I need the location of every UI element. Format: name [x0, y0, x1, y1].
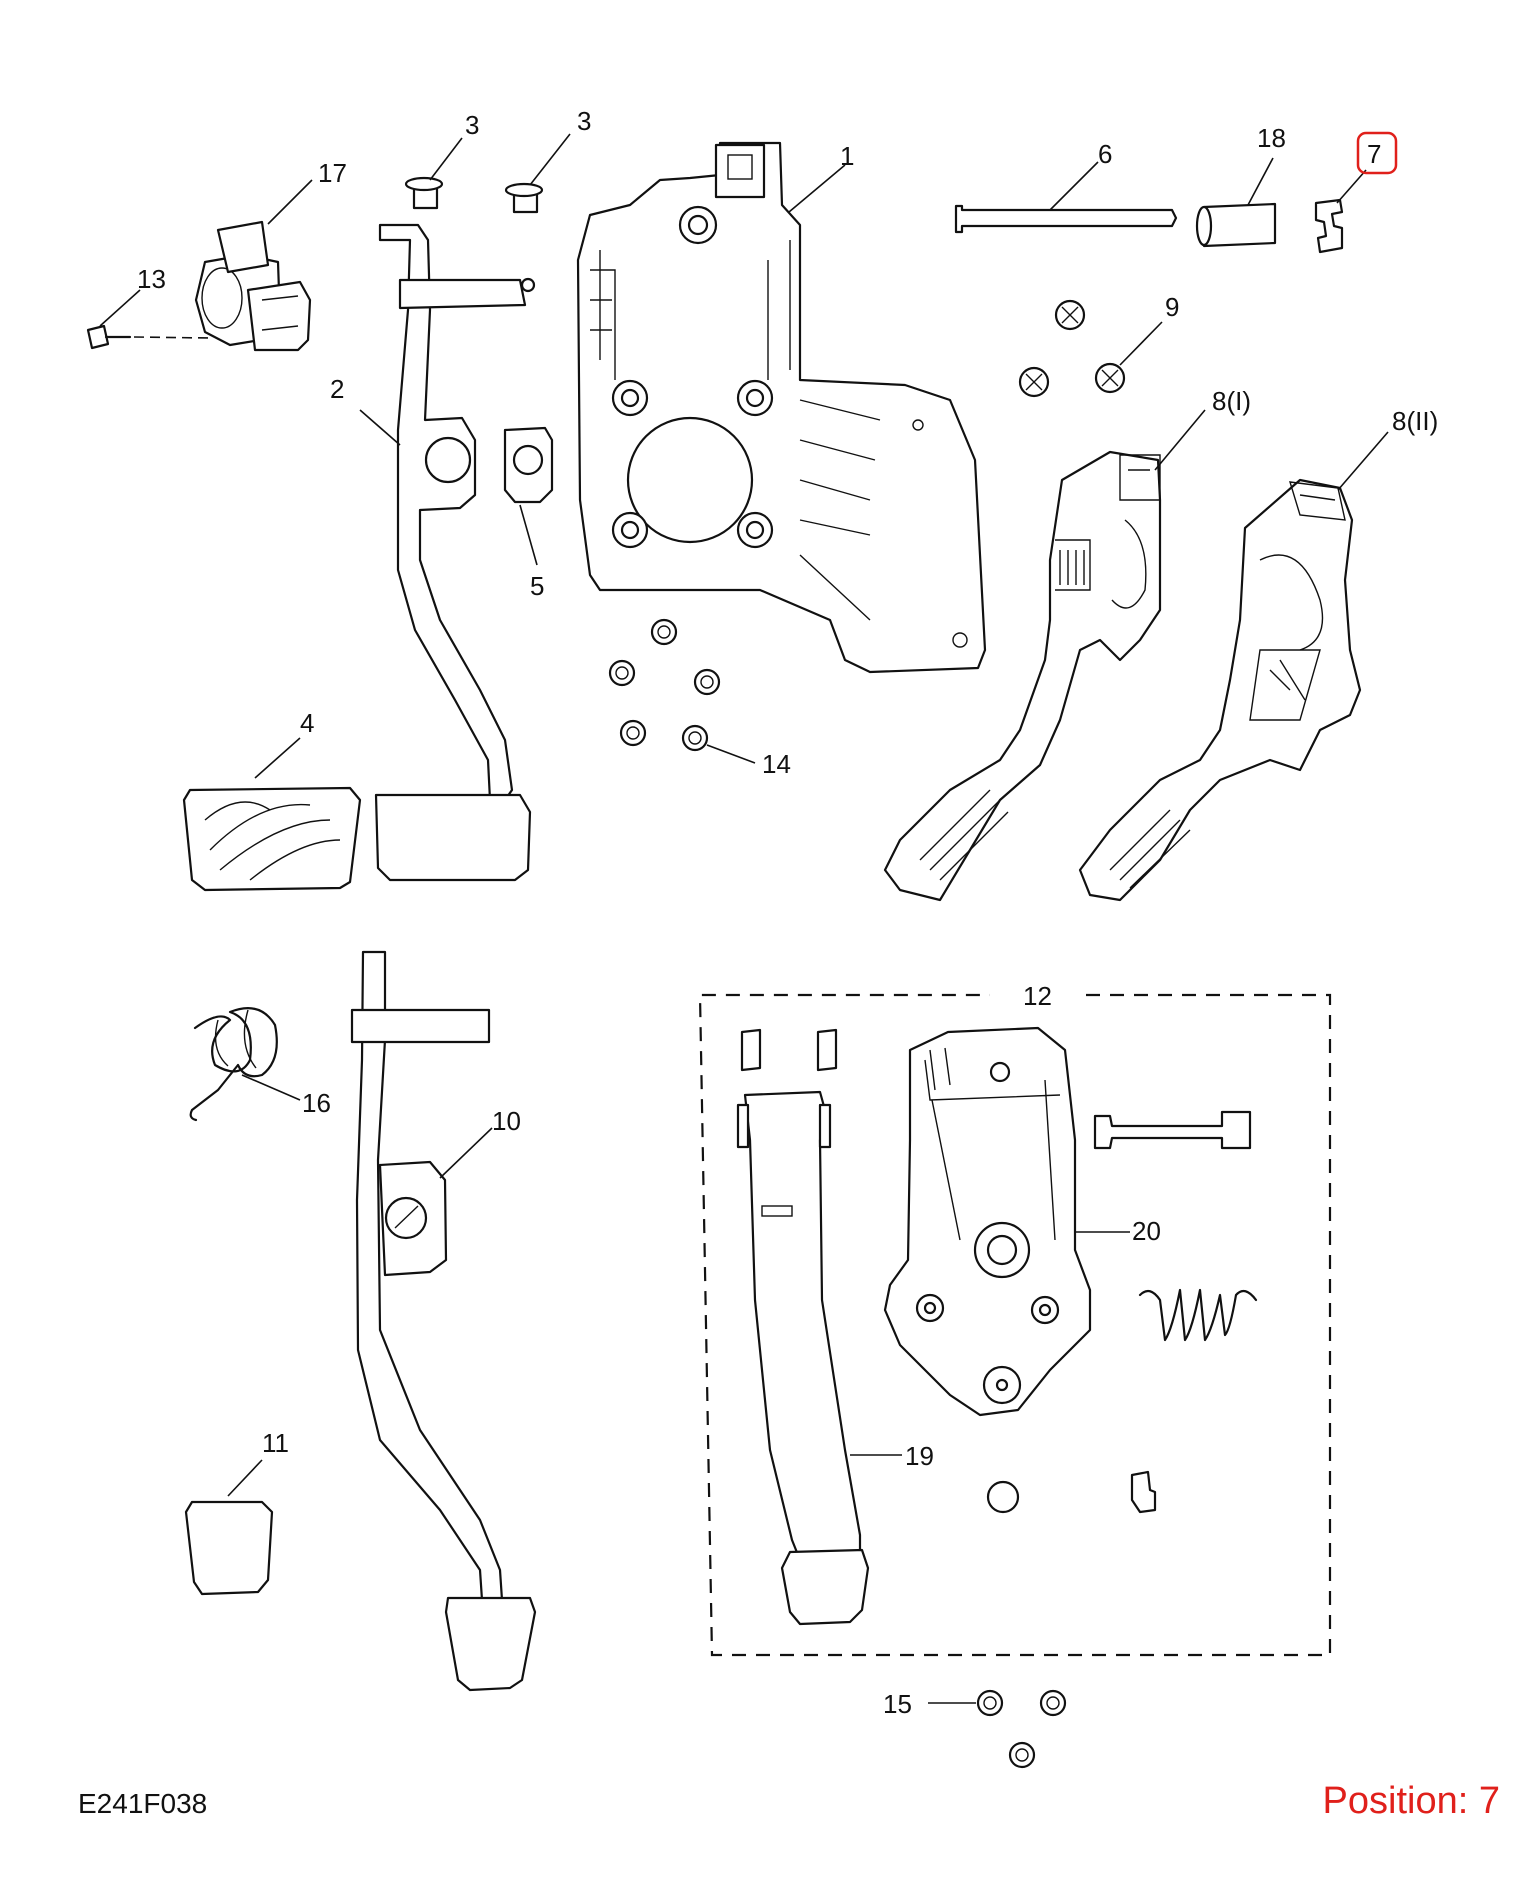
callout-6: 6: [1098, 139, 1112, 169]
callout-8-ii: 8(II): [1392, 406, 1438, 436]
callout-14: 14: [762, 749, 791, 779]
kit-clip: [1130, 1470, 1157, 1514]
callout-9: 9: [1165, 292, 1179, 322]
part-17-stop-lamp-switch: [194, 220, 312, 352]
callout-17: 17: [318, 158, 347, 188]
callout-5: 5: [530, 571, 544, 601]
callout-7-highlight: [1356, 131, 1398, 175]
callout-2: 2: [330, 374, 344, 404]
callout-8-i: 8(I): [1212, 386, 1251, 416]
part-3-bush-left: [404, 176, 444, 210]
part-8-i-accelerator-pedal: [883, 450, 1162, 902]
part-9-nuts: [1018, 299, 1126, 398]
part-2-brake-pedal: [374, 223, 536, 882]
part-8-ii-accelerator-pedal: [1078, 478, 1362, 902]
part-4-pedal-pad: [182, 786, 362, 892]
part-15-nuts: [976, 1689, 1067, 1769]
part-3-bush-right: [504, 182, 544, 214]
callout-11: 11: [262, 1428, 289, 1458]
callout-19: 19: [905, 1441, 934, 1471]
part-6-pivot-pin: [954, 204, 1178, 234]
part-11-pedal-rubber: [184, 1500, 274, 1596]
callout-7: 7: [1367, 139, 1381, 169]
part-14-nuts: [608, 618, 721, 752]
part-18-sleeve: [1195, 202, 1277, 248]
callout-13: 13: [137, 264, 166, 294]
kit-bush-round: [986, 1480, 1020, 1514]
part-19-pedal-arm: [736, 1090, 870, 1626]
callout-15: 15: [883, 1689, 912, 1719]
callout-3-left: 3: [465, 110, 479, 140]
part-20-bracket: [883, 1026, 1092, 1417]
part-13-bolt: [86, 324, 211, 350]
part-10-pedal-arm: [350, 950, 537, 1692]
diagram-code: E241F038: [78, 1788, 208, 1819]
kit-pivot-pin: [1093, 1110, 1252, 1150]
part-16-return-spring: [189, 1007, 278, 1122]
callout-20: 20: [1132, 1216, 1161, 1246]
callout-16: 16: [302, 1088, 331, 1118]
position-indicator: Position: 7: [1322, 1780, 1500, 1822]
callout-3-right: 3: [577, 106, 591, 136]
part-1-pedal-bracket: [576, 141, 987, 674]
kit-bushes: [740, 1028, 838, 1072]
part-7-clip: [1314, 198, 1344, 254]
callout-4: 4: [300, 708, 314, 738]
kit-return-spring: [1138, 1288, 1258, 1342]
callout-12: 12: [1023, 981, 1052, 1011]
part-12-kit-boundary: [698, 993, 1332, 1657]
callout-1: 1: [840, 141, 854, 171]
callout-10: 10: [492, 1106, 521, 1136]
part-5-bush: [503, 426, 554, 504]
callout-18: 18: [1257, 123, 1286, 153]
